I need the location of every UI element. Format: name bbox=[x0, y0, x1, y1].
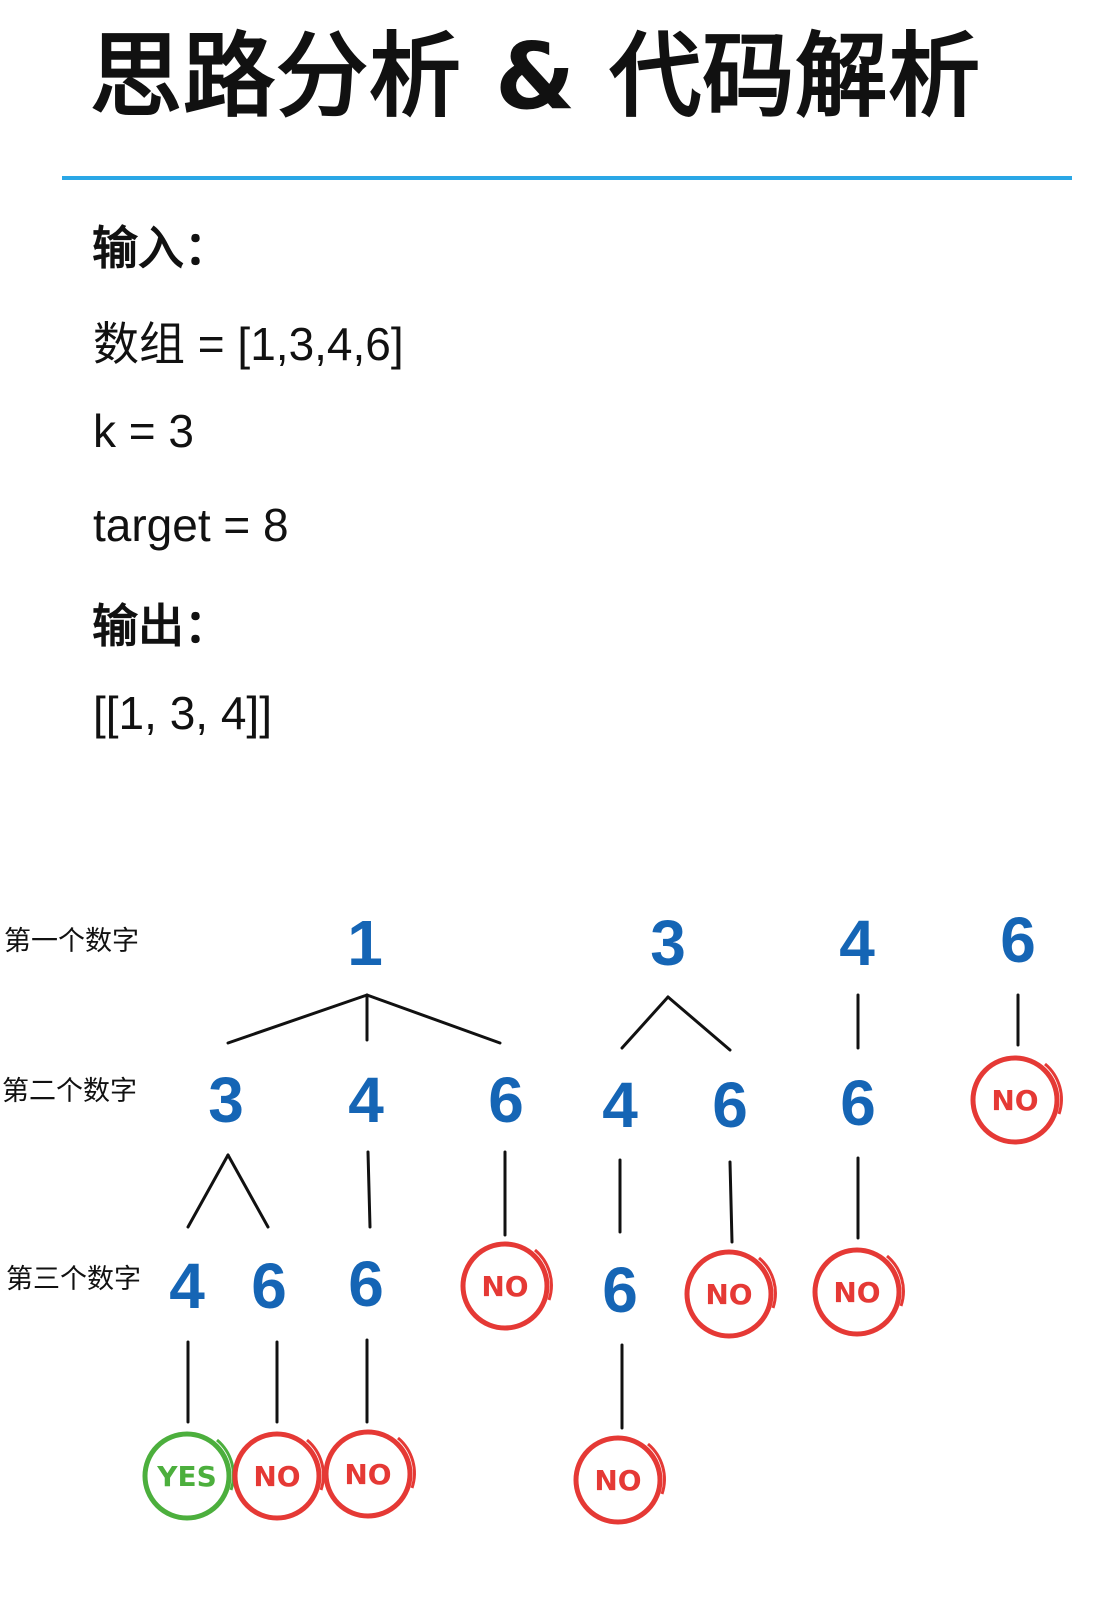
level-label-1: 第一个数字 bbox=[4, 926, 139, 957]
badge-stroke-accent bbox=[397, 1436, 416, 1489]
badge-ring bbox=[970, 1055, 1060, 1145]
badge-label: NO bbox=[833, 1276, 880, 1309]
badge-ring bbox=[323, 1429, 413, 1519]
tree-edge bbox=[186, 1153, 230, 1229]
input-label: 输入： bbox=[92, 221, 230, 275]
badge-no-b-146: NO bbox=[323, 1429, 416, 1519]
tree-node-l2-3-4: 4 bbox=[602, 1069, 638, 1141]
badge-ring bbox=[142, 1431, 232, 1521]
tree-node-l1-1: 1 bbox=[347, 907, 383, 979]
tree-edge bbox=[728, 1160, 734, 1244]
tree-edge bbox=[226, 1153, 270, 1229]
tree-node-l1-3: 3 bbox=[650, 907, 686, 979]
badge-ring bbox=[812, 1247, 902, 1337]
badge-stroke-accent bbox=[758, 1256, 777, 1309]
tree-edge bbox=[666, 995, 732, 1052]
badge-no-b-136: NO bbox=[232, 1431, 325, 1521]
page-title: 思路分析 & 代码解析 bbox=[90, 23, 982, 130]
tree-node-l1-6: 6 bbox=[1000, 904, 1036, 976]
title-divider bbox=[62, 176, 1072, 180]
badge-stroke-accent bbox=[216, 1438, 235, 1491]
level-label-3: 第三个数字 bbox=[6, 1264, 141, 1295]
level-label-2: 第二个数字 bbox=[2, 1076, 137, 1107]
badge-label: NO bbox=[481, 1270, 528, 1303]
tree-node-l1-4: 4 bbox=[839, 907, 875, 979]
input-k-line: k = 3 bbox=[93, 405, 195, 457]
badge-label: NO bbox=[705, 1278, 752, 1311]
tree-node-l2-4-6: 6 bbox=[840, 1067, 876, 1139]
badge-label: NO bbox=[344, 1458, 391, 1491]
tree-edge bbox=[620, 995, 670, 1050]
tree-node-l3-13-6: 6 bbox=[251, 1250, 287, 1322]
badge-yes-b-134: YES bbox=[142, 1431, 235, 1521]
tree-node-l2-1-6: 6 bbox=[488, 1064, 524, 1136]
tree-node-l3-14-6: 6 bbox=[348, 1248, 384, 1320]
tree-node-l2-1-3: 3 bbox=[208, 1064, 244, 1136]
badge-label: NO bbox=[253, 1460, 300, 1493]
tree-node-l2-1-4: 4 bbox=[348, 1064, 384, 1136]
badge-ring bbox=[460, 1241, 550, 1331]
badge-ring bbox=[573, 1435, 663, 1525]
tree-node-l3-13-4: 4 bbox=[169, 1250, 205, 1322]
badge-no-b-46: NO bbox=[812, 1247, 905, 1337]
badge-label: NO bbox=[991, 1084, 1038, 1117]
output-label: 输出： bbox=[92, 599, 230, 653]
tree-node-l3-34-6: 6 bbox=[602, 1254, 638, 1326]
tree-edge bbox=[365, 993, 502, 1045]
badge-stroke-accent bbox=[534, 1248, 553, 1301]
output-value: [[1, 3, 4]] bbox=[93, 687, 272, 739]
badge-label: YES bbox=[156, 1460, 217, 1493]
tree-edge bbox=[366, 1150, 372, 1229]
badge-stroke-accent bbox=[647, 1442, 666, 1495]
badge-label: NO bbox=[594, 1464, 641, 1497]
input-array-line: 数组 = [1,3,4,6] bbox=[93, 318, 404, 370]
tree-node-l2-3-6: 6 bbox=[712, 1069, 748, 1141]
badge-no-b-16: NO bbox=[460, 1241, 553, 1331]
badge-stroke-accent bbox=[1044, 1062, 1063, 1115]
badge-no-b-6: NO bbox=[970, 1055, 1063, 1145]
badge-ring bbox=[684, 1249, 774, 1339]
tree-edge bbox=[226, 993, 369, 1045]
badge-stroke-accent bbox=[306, 1438, 325, 1491]
badge-stroke-accent bbox=[886, 1254, 905, 1307]
badge-no-b-36: NO bbox=[684, 1249, 777, 1339]
badge-ring bbox=[232, 1431, 322, 1521]
badge-no-b-346: NO bbox=[573, 1435, 666, 1525]
input-target-line: target = 8 bbox=[93, 499, 289, 551]
